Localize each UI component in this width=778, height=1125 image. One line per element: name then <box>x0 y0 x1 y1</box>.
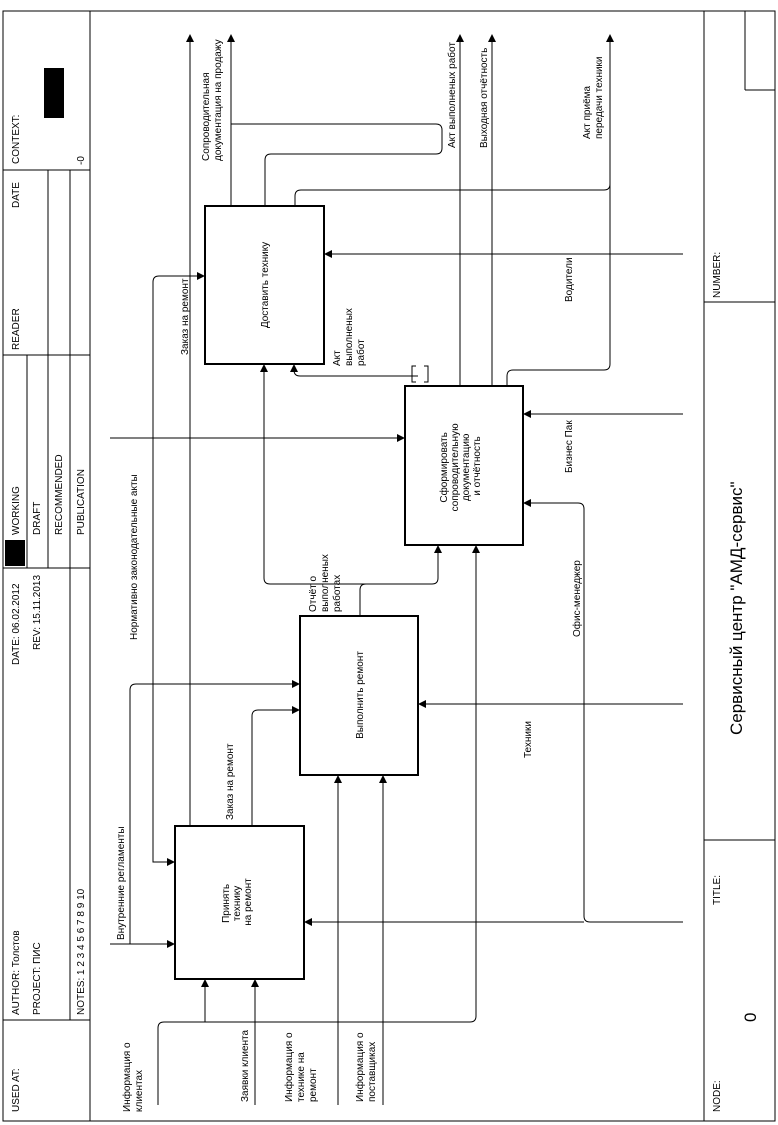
arrow-normative-branch[interactable] <box>152 438 175 866</box>
arrow-box4-to-box3-act[interactable] <box>290 364 418 377</box>
activity-label-4: Сформировать сопроводительную документац… <box>438 421 483 512</box>
label-act-small: Акт выполненых работ <box>332 305 367 366</box>
date-label: DATE <box>11 182 22 208</box>
activity-box-2[interactable] <box>299 615 419 776</box>
arrow-clients-to-box1[interactable] <box>157 979 209 1105</box>
activity-label-3: Доставить технику <box>260 242 271 328</box>
working-status-marker <box>5 540 25 566</box>
activity-box-1[interactable] <box>174 825 305 980</box>
page-frame <box>2 10 776 1122</box>
arrow-report-box2-to-box4[interactable] <box>359 545 442 616</box>
activity-label-2: Выполнить ремонт <box>355 651 366 739</box>
node-value: 0 <box>741 1013 760 1022</box>
activity-box-4[interactable] <box>404 385 524 546</box>
notes-text: NOTES: 1 2 3 4 5 6 7 8 9 10 <box>76 888 87 1015</box>
node-label: NODE: <box>712 1080 723 1112</box>
label-mech-techs: Техники <box>523 721 534 758</box>
arrow-box3-transfer[interactable] <box>294 183 611 206</box>
arrow-labels: Информация о клиентах Заявки клиента Инф… <box>116 39 605 1112</box>
label-in-suppliers: Информация о поставщиках <box>354 1030 378 1102</box>
arrow-clients-to-box4[interactable] <box>205 545 480 1023</box>
label-order-2: Заказ на ремонт <box>180 278 191 355</box>
label-out-report: Выходная отчётность <box>479 48 490 148</box>
status-publication: PUBLICATION <box>76 469 87 535</box>
diagram-title: Сервисный центр "АМД-сервис" <box>727 481 746 735</box>
status-working: WORKING <box>11 486 22 535</box>
label-report: Отчёт о выполненых работах <box>308 551 343 612</box>
activity-labels: Принять технику на ремонт Выполнить ремо… <box>221 242 483 926</box>
context-node: -0 <box>76 156 87 165</box>
label-in-tech-info: Информация о технике на ремонт <box>283 1030 319 1102</box>
status-draft: DRAFT <box>32 502 43 535</box>
reader-label: READER <box>11 308 22 350</box>
label-mech-drivers: Водители <box>564 257 575 302</box>
arrows <box>110 34 683 1105</box>
label-mech-office: Офис-менеджер <box>571 560 583 637</box>
used-at-label: USED AT: <box>11 1068 22 1112</box>
arrow-transfer-output[interactable] <box>506 34 614 386</box>
arrow-internal-to-box2[interactable] <box>129 680 300 944</box>
outer-border <box>2 10 776 1122</box>
status-recommended: RECOMMENDED <box>54 454 65 535</box>
label-in-clients: Информация о клиентах <box>121 1040 145 1112</box>
label-out-docs: Сопроводительная документация на продажу <box>201 39 224 161</box>
arrow-office-to-box4[interactable] <box>523 499 683 923</box>
project-text: PROJECT: ПИС <box>32 942 43 1015</box>
title-label: TITLE: <box>712 875 723 905</box>
context-label: CONTEXT: <box>11 115 22 164</box>
arrow-order-box1-to-box2[interactable] <box>251 706 300 826</box>
label-out-transfer: Акт приёма передачи техники <box>582 56 605 139</box>
arrow-box3-docs[interactable] <box>231 123 443 206</box>
label-ctrl-internal: Внутренние регламенты <box>116 826 127 940</box>
label-out-act: Акт выполненых работ <box>446 42 458 148</box>
date-text: DATE: 06.02.2012 <box>11 583 22 665</box>
label-mech-business: Бизнес Пак <box>564 420 575 473</box>
frame-text: USED AT: AUTHOR: Толстов PROJECT: ПИС NO… <box>11 115 723 1112</box>
context-thumbnail <box>44 68 64 118</box>
tunnel-bracket <box>411 365 429 383</box>
label-order-1: Заказ на ремонт <box>225 743 236 820</box>
label-ctrl-normative: Нормативно законодательные акты <box>129 474 140 640</box>
number-label: NUMBER: <box>712 252 723 298</box>
label-in-requests: Заявки клиента <box>240 1029 251 1102</box>
rev-text: REV: 15.11.2013 <box>32 575 43 650</box>
author-text: AUTHOR: Толстов <box>11 930 22 1015</box>
arrow-report-to-box3[interactable] <box>260 364 366 585</box>
arrow-normative-to-box3[interactable] <box>152 272 205 438</box>
activity-label-1: Принять технику на ремонт <box>221 878 254 926</box>
